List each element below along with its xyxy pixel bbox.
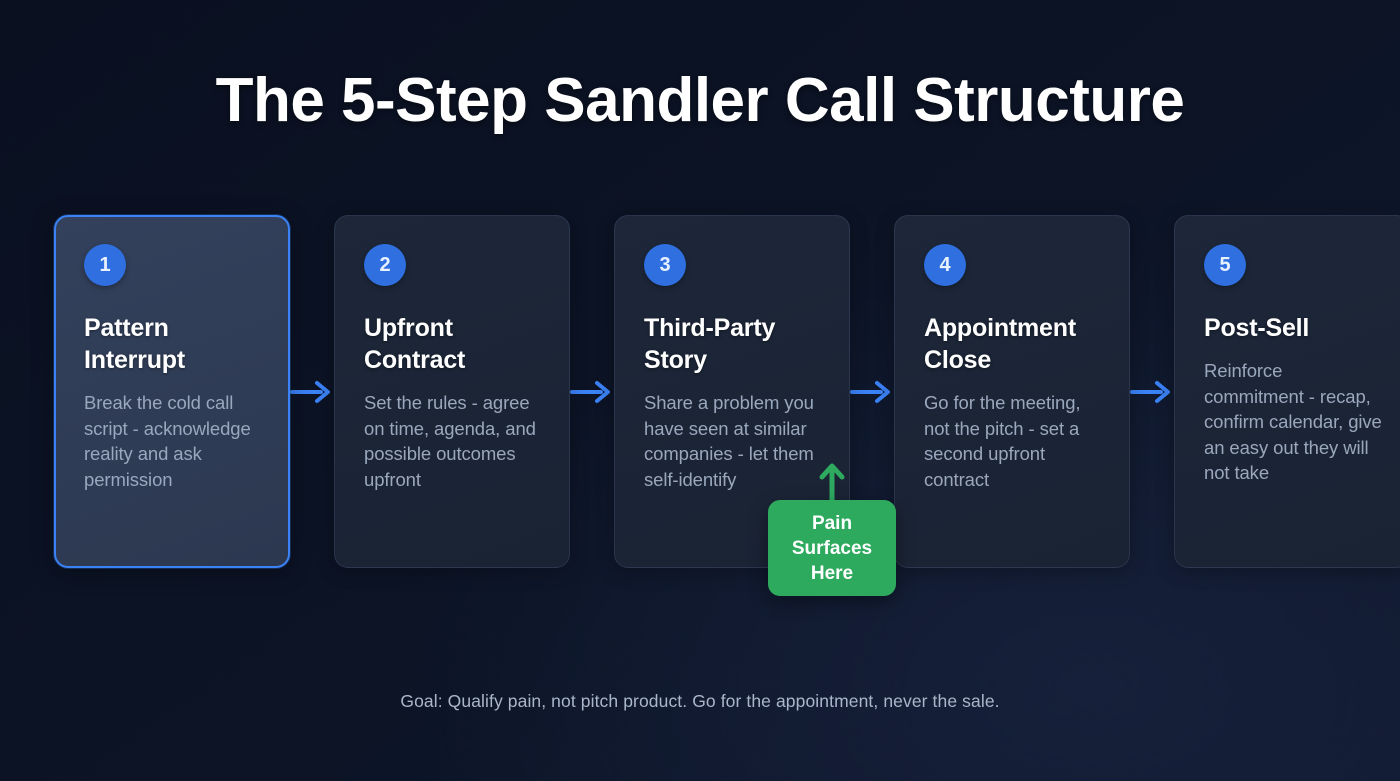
arrow-right-icon [290,379,334,405]
step-description-1: Break the cold call script - acknowledge… [84,392,251,490]
step-card-3[interactable]: 3 Third-Party Story Share a problem you … [614,215,850,568]
step-description-5: Reinforce commitment - recap, confirm ca… [1204,360,1382,483]
pain-callout-arrow [768,462,896,507]
step-card-1[interactable]: 1 Pattern Interrupt Break the cold call … [54,215,290,568]
step-number-badge-4: 4 [924,244,966,286]
arrow-right-icon [570,379,614,405]
step-number-badge-3: 3 [644,244,686,286]
pain-callout-label: Pain Surfaces Here [768,500,896,596]
step-card-4[interactable]: 4 Appointment Close Go for the meeting, … [894,215,1130,568]
footer-note: Goal: Qualify pain, not pitch product. G… [400,691,1000,711]
step-title-3: Third-Party Story [644,314,776,374]
pain-callout[interactable]: Pain Surfaces Here [768,462,896,596]
step-number-badge-2: 2 [364,244,406,286]
step-description-4: Go for the meeting, not the pitch - set … [924,392,1081,490]
step-number-badge-5: 5 [1204,244,1246,286]
steps-row: 1 Pattern Interrupt Break the cold call … [54,215,1400,568]
arrow-right-icon [850,379,894,405]
step-title-5: Post-Sell [1204,314,1310,342]
step-title-1: Pattern Interrupt [84,314,185,374]
connector-arrow-4 [1130,215,1174,568]
step-description-3: Share a problem you have seen at similar… [644,392,814,490]
step-card-5[interactable]: 5 Post-Sell Reinforce commitment - recap… [1174,215,1400,568]
arrow-up-icon [817,462,847,507]
connector-arrow-1 [290,215,334,568]
step-title-2: Upfront Contract [364,314,466,374]
step-description-2: Set the rules - agree on time, agenda, a… [364,392,536,490]
arrow-right-icon [1130,379,1174,405]
connector-arrow-3 [850,215,894,568]
step-card-2[interactable]: 2 Upfront Contract Set the rules - agree… [334,215,570,568]
step-title-4: Appointment Close [924,314,1076,374]
page-title: The 5-Step Sandler Call Structure [215,66,1185,135]
connector-arrow-2 [570,215,614,568]
step-number-badge-1: 1 [84,244,126,286]
